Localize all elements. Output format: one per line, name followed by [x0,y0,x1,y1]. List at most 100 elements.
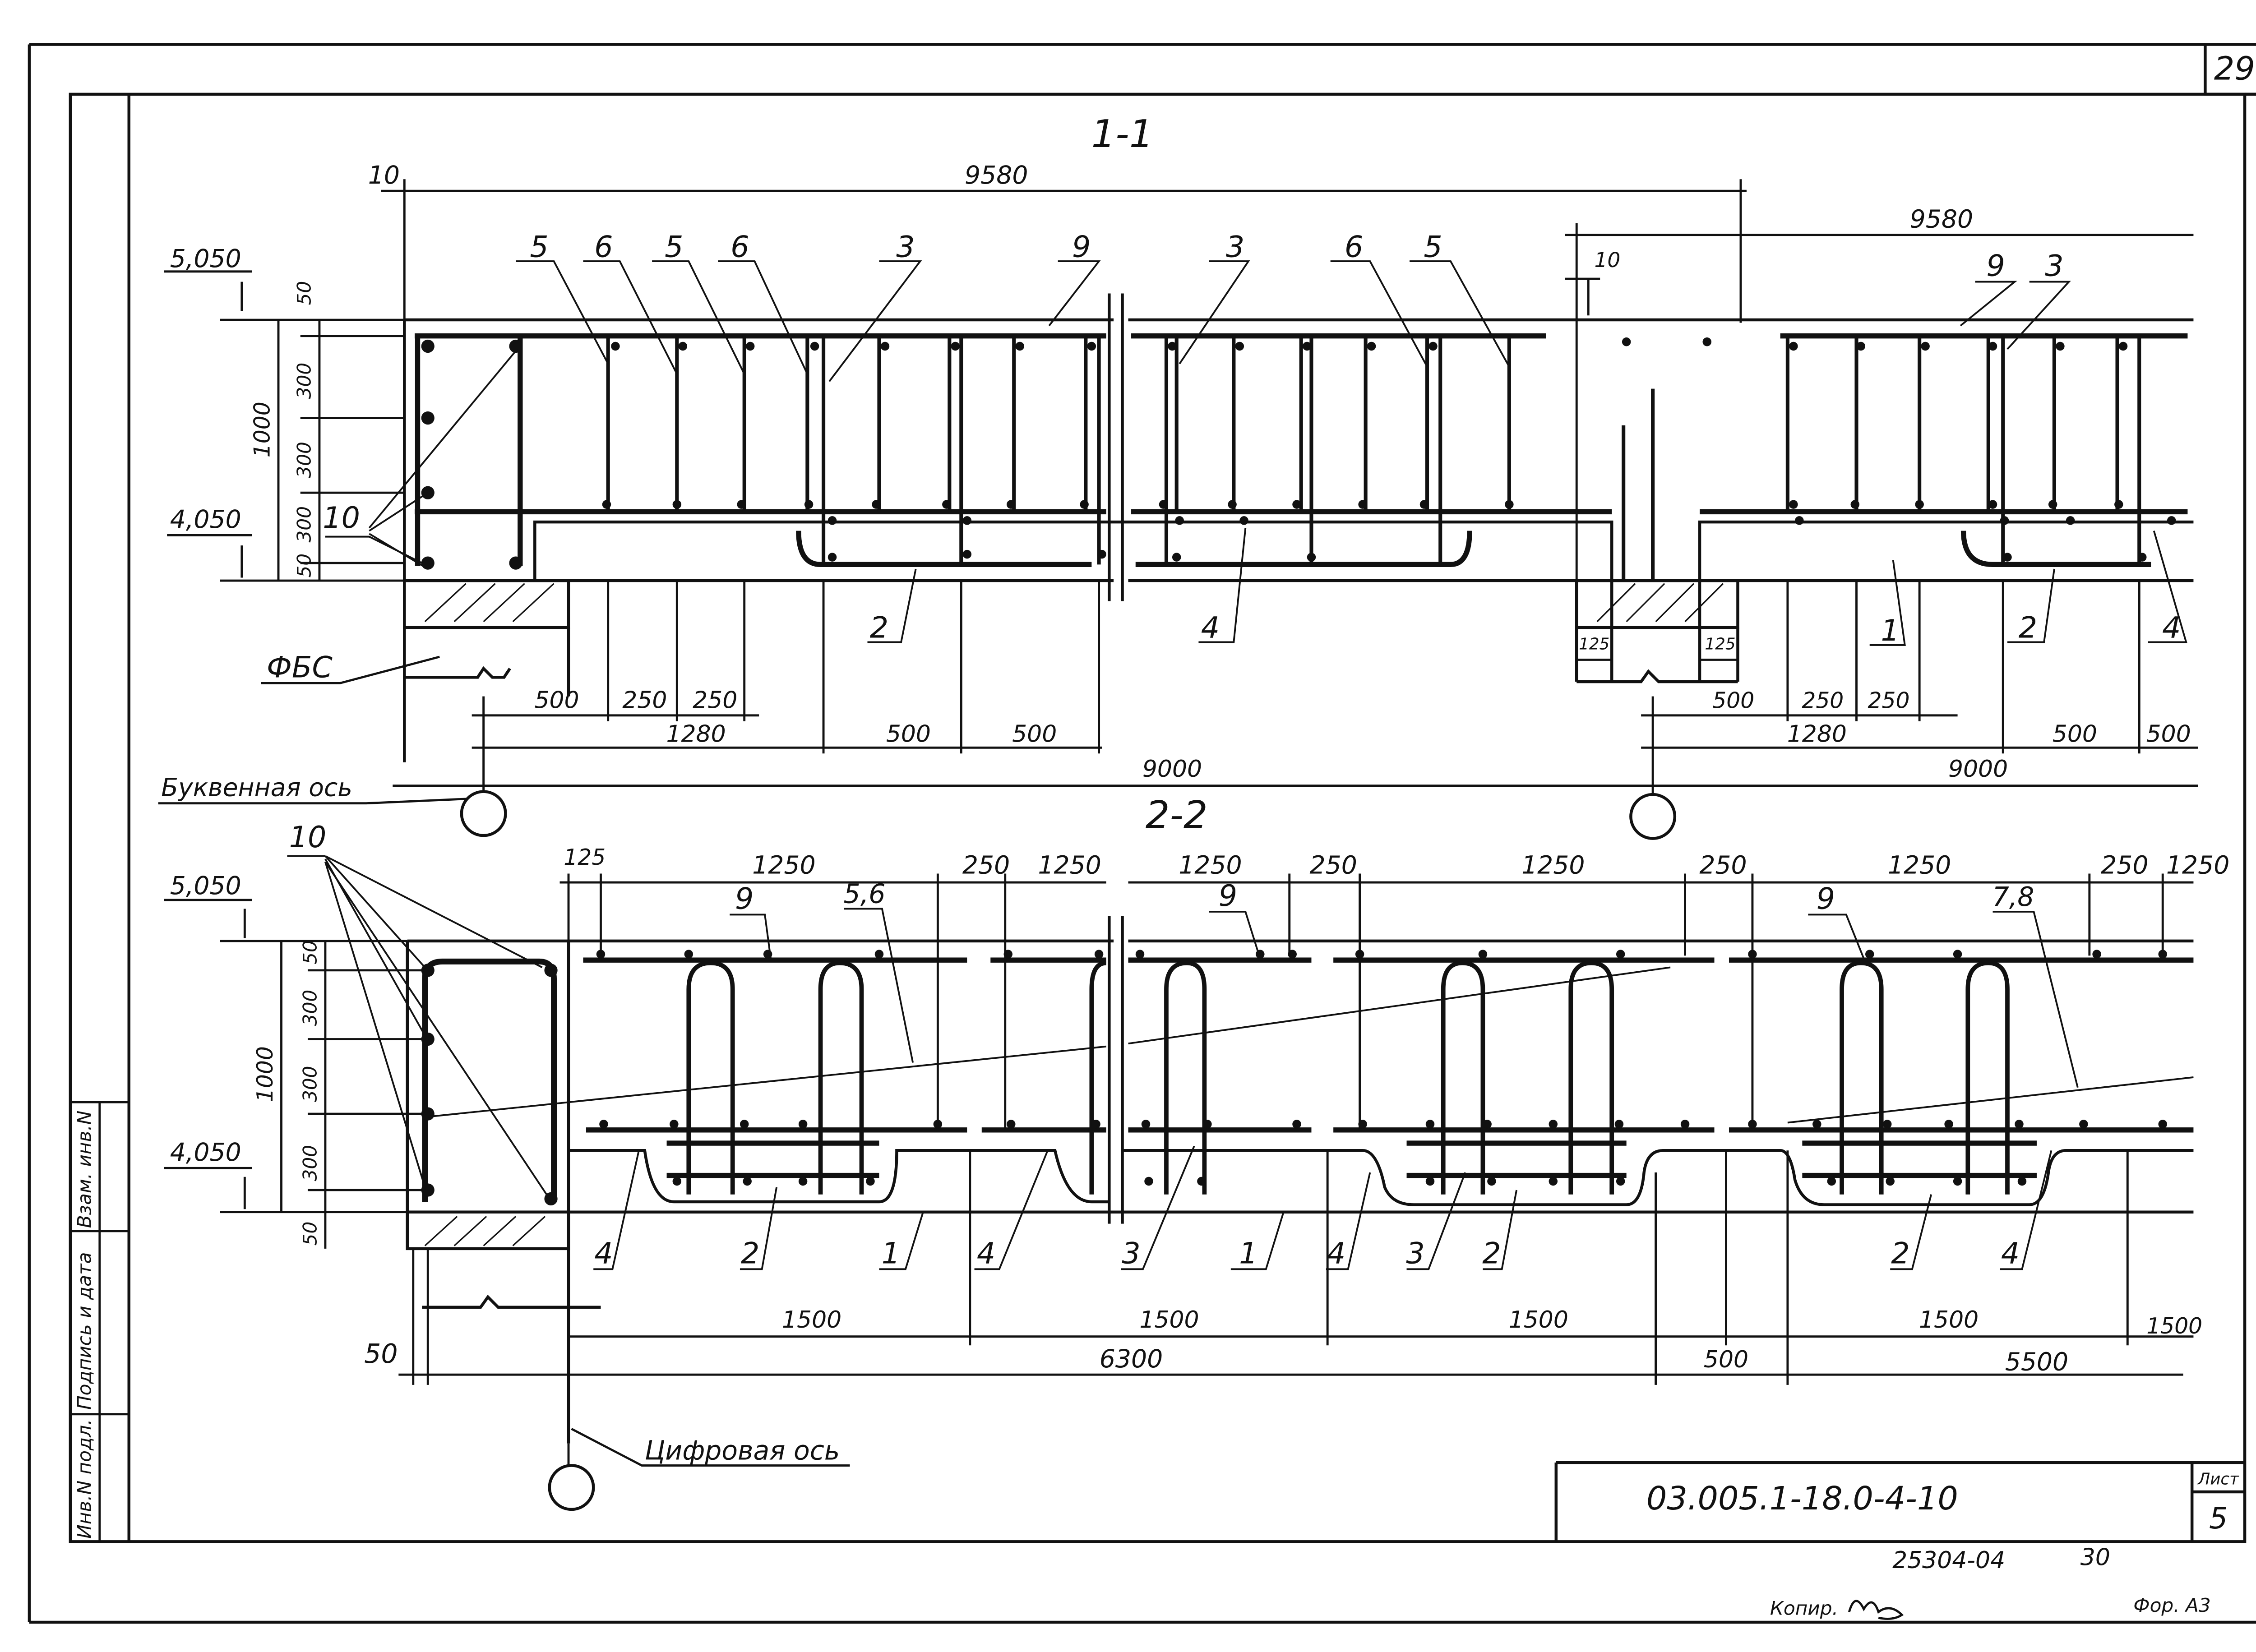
dim-total-right: 9580 [1910,205,1973,234]
dim-1500-a: 1500 [782,1306,841,1334]
page-number: 29 [2214,50,2255,87]
callout-3-2a: 3 [1122,1237,1140,1270]
dim-height: 1000 [250,401,275,457]
section-1-title: 1-1 [1091,112,1154,156]
callout-3-2b: 3 [1406,1237,1424,1270]
callout-78: 7,8 [1992,881,2034,912]
dim-1500-d: 1500 [1919,1306,1979,1334]
callout-5c: 5 [1424,230,1442,264]
sheet-label: Лист [2197,1470,2239,1489]
foundation-label: ФБС [267,651,333,684]
dim-250-c-2: 250 [1699,851,1747,880]
dim-250-b: 250 [693,687,737,714]
callout-9-2a: 9 [735,882,754,916]
sheet-number: 5 [2209,1502,2228,1536]
level-top-2: 5,050 [170,872,241,900]
dim-6300: 6300 [1100,1345,1163,1374]
section-1-1: 1-1 [158,112,2198,840]
callout-9b: 9 [1986,249,2005,283]
callout-3c: 3 [2045,249,2063,283]
dim-500-a: 500 [534,687,579,714]
dim-v300-a-2: 300 [299,990,321,1026]
dim-offset-left: 10 [368,161,400,190]
dim-1250-c: 1250 [1179,851,1242,880]
callout-3b: 3 [1226,230,1244,264]
dim-50-2: 50 [364,1338,398,1369]
section-2-2: 2-2 [164,793,2229,1511]
dim-250-a: 250 [622,687,667,714]
inventory-number: 25304-04 [1892,1547,2005,1574]
callout-4-2a: 4 [594,1237,613,1270]
callout-2-2c: 2 [1891,1237,1909,1270]
stamp-inventory-number: Инв.N подл. [73,1419,95,1538]
callout-1-2a: 1 [882,1237,900,1270]
title-block: 03.005.1-18.0-4-10 Лист 5 [1554,1461,2245,1542]
level-bottom-2: 4,050 [170,1138,241,1167]
dim-250-c: 250 [1802,688,1844,714]
callout-4-2d: 4 [2001,1237,2020,1270]
axis-marker-right [1629,793,1677,840]
callout-4-2b: 4 [977,1237,995,1270]
callout-6b: 6 [730,230,749,264]
callout-5b: 5 [665,230,683,264]
callout-1a: 1 [1881,614,1900,648]
callout-1-2b: 1 [1239,1237,1257,1270]
dim-500-f: 500 [2146,720,2191,748]
dim-offset-right: 10 [1595,248,1621,272]
dim-span-left: 9000 [1142,756,1202,783]
callout-3a: 3 [896,230,915,264]
sheet-frame [28,43,2256,1624]
drawing-designation: 03.005.1-18.0-4-10 [1646,1480,1958,1517]
dim-1250-d: 1250 [1521,851,1585,880]
callout-6a: 6 [594,230,613,264]
dim-v300-b-2: 300 [299,1066,321,1103]
dim-5500: 5500 [2005,1347,2068,1376]
dim-250-d-2: 250 [2101,851,2148,880]
callout-5a: 5 [530,230,548,264]
side-stamp: Инв.N подл. Подпись и дата Взам. инв.N [70,1101,129,1542]
dim-1280-a: 1280 [666,720,726,748]
dim-500-2: 500 [1704,1346,1748,1373]
section-2-title: 2-2 [1146,793,1208,837]
level-bottom: 4,050 [170,505,241,534]
axis-marker-digit [548,1464,595,1511]
level-top: 5,050 [170,245,241,273]
dim-1280-b: 1280 [1787,720,1847,748]
stamp-replaced-inventory: Взам. инв.N [73,1111,95,1228]
dim-1500-b: 1500 [1139,1306,1199,1334]
callout-4a: 4 [1201,611,1220,645]
dim-500-b: 500 [886,720,931,748]
dim-v300-a: 300 [293,363,315,399]
callout-9-2c: 9 [1817,882,1835,916]
callout-10-2: 10 [289,821,327,854]
callout-10: 10 [323,501,360,535]
dim-v50-top: 50 [293,281,315,305]
dim-125-b: 125 [1705,635,1735,654]
dim-1250-a: 1250 [752,851,815,880]
dim-250-d: 250 [1868,688,1909,714]
callout-2b: 2 [2019,611,2037,645]
dim-v50-top-2: 50 [299,940,321,964]
axis-marker-left [460,790,507,837]
dim-v50-bottom: 50 [293,554,315,578]
dim-span-right: 9000 [1948,756,2008,783]
copied-label: Копир. [1770,1597,1838,1620]
dim-v50-bottom-2: 50 [299,1222,321,1246]
callout-2-2a: 2 [741,1237,759,1270]
dim-250-b-2: 250 [1310,851,1357,880]
callout-2-2b: 2 [1482,1237,1501,1270]
callout-4b: 4 [2162,611,2181,645]
inventory-suffix: 30 [2080,1544,2110,1571]
dim-1250-e: 1250 [1888,851,1951,880]
dim-1500-c: 1500 [1509,1306,1568,1334]
callout-2a: 2 [870,611,888,645]
copier-signature [1848,1600,1904,1620]
callout-4-2c: 4 [1327,1237,1345,1270]
dim-v300-c: 300 [293,506,315,543]
dim-v300-b: 300 [293,442,315,478]
dim-1250-f: 1250 [2166,851,2229,880]
callout-9-2b: 9 [1219,879,1237,913]
dim-v300-c-2: 300 [299,1145,321,1181]
stamp-signature-date: Подпись и дата [73,1252,95,1410]
